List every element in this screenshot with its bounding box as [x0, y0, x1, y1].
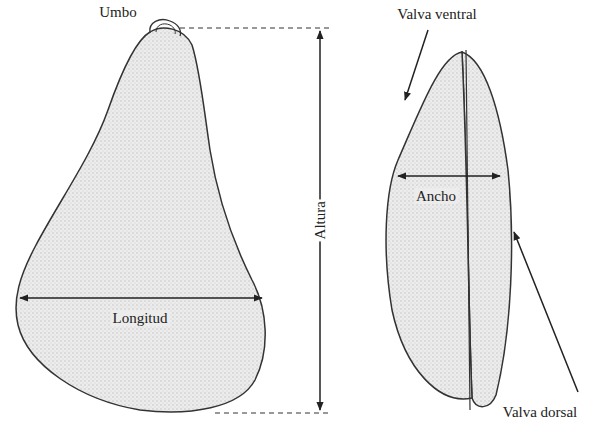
dimension-label: Altura — [312, 199, 329, 241]
umbo-shape — [150, 20, 181, 36]
guide-line — [215, 413, 330, 414]
dimension-label: Ancho — [414, 188, 458, 205]
leader-arrow — [514, 232, 578, 392]
ventral-valve — [386, 52, 472, 399]
part-label: Umbo — [97, 4, 139, 21]
leader-arrow — [405, 30, 428, 100]
part-label: Valva ventral — [395, 6, 479, 23]
dimension-arrow — [20, 297, 262, 299]
hinge-line — [466, 50, 470, 410]
umbo-shape — [156, 24, 175, 34]
part-label: Valva dorsal — [501, 404, 580, 421]
shell-outline — [16, 28, 265, 412]
dimension-arrow — [398, 175, 500, 177]
dimension-label: Longitud — [111, 310, 170, 327]
guide-line — [180, 28, 330, 29]
